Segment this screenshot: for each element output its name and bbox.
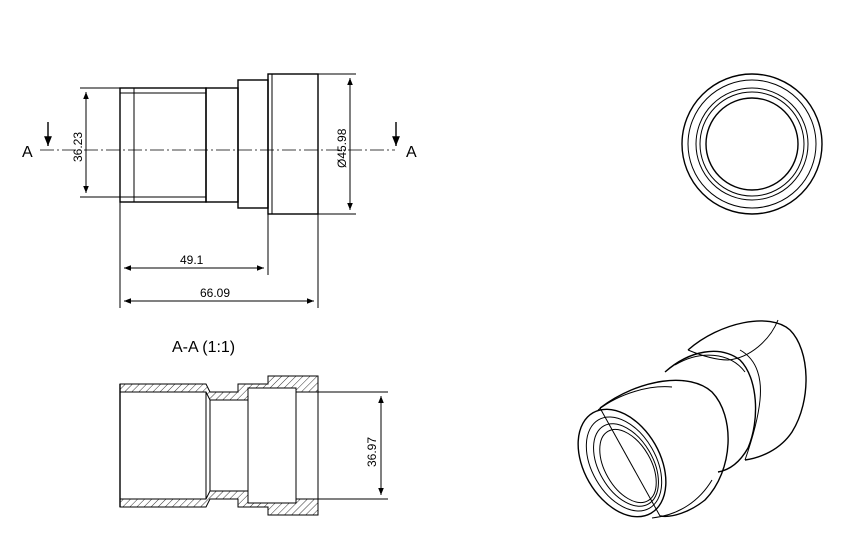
length-total-value: 66.09: [200, 286, 230, 300]
front-cap: [267, 73, 319, 215]
isometric-view: [577, 319, 807, 519]
front-step: [237, 79, 269, 209]
section-bottom-wall: [119, 490, 319, 516]
front-pipe-body: [119, 87, 207, 203]
section-inner-diameter-value: 36.97: [365, 437, 379, 467]
section-title: A-A (1:1): [172, 339, 235, 356]
length-short-value: 49.1: [180, 253, 204, 267]
end-view: [681, 73, 823, 215]
front-view: A A 36.23 Ø45.98 49.1 66.09: [22, 73, 417, 308]
section-top-wall: [119, 375, 319, 401]
outer-diameter-value: Ø45.98: [335, 128, 349, 168]
section-label-right: A: [406, 144, 417, 161]
bore-diameter-value: 36.23: [71, 132, 85, 162]
section-label-left: A: [22, 144, 33, 161]
front-neck: [205, 87, 239, 203]
section-view: A-A (1:1) 36.97: [119, 339, 388, 516]
